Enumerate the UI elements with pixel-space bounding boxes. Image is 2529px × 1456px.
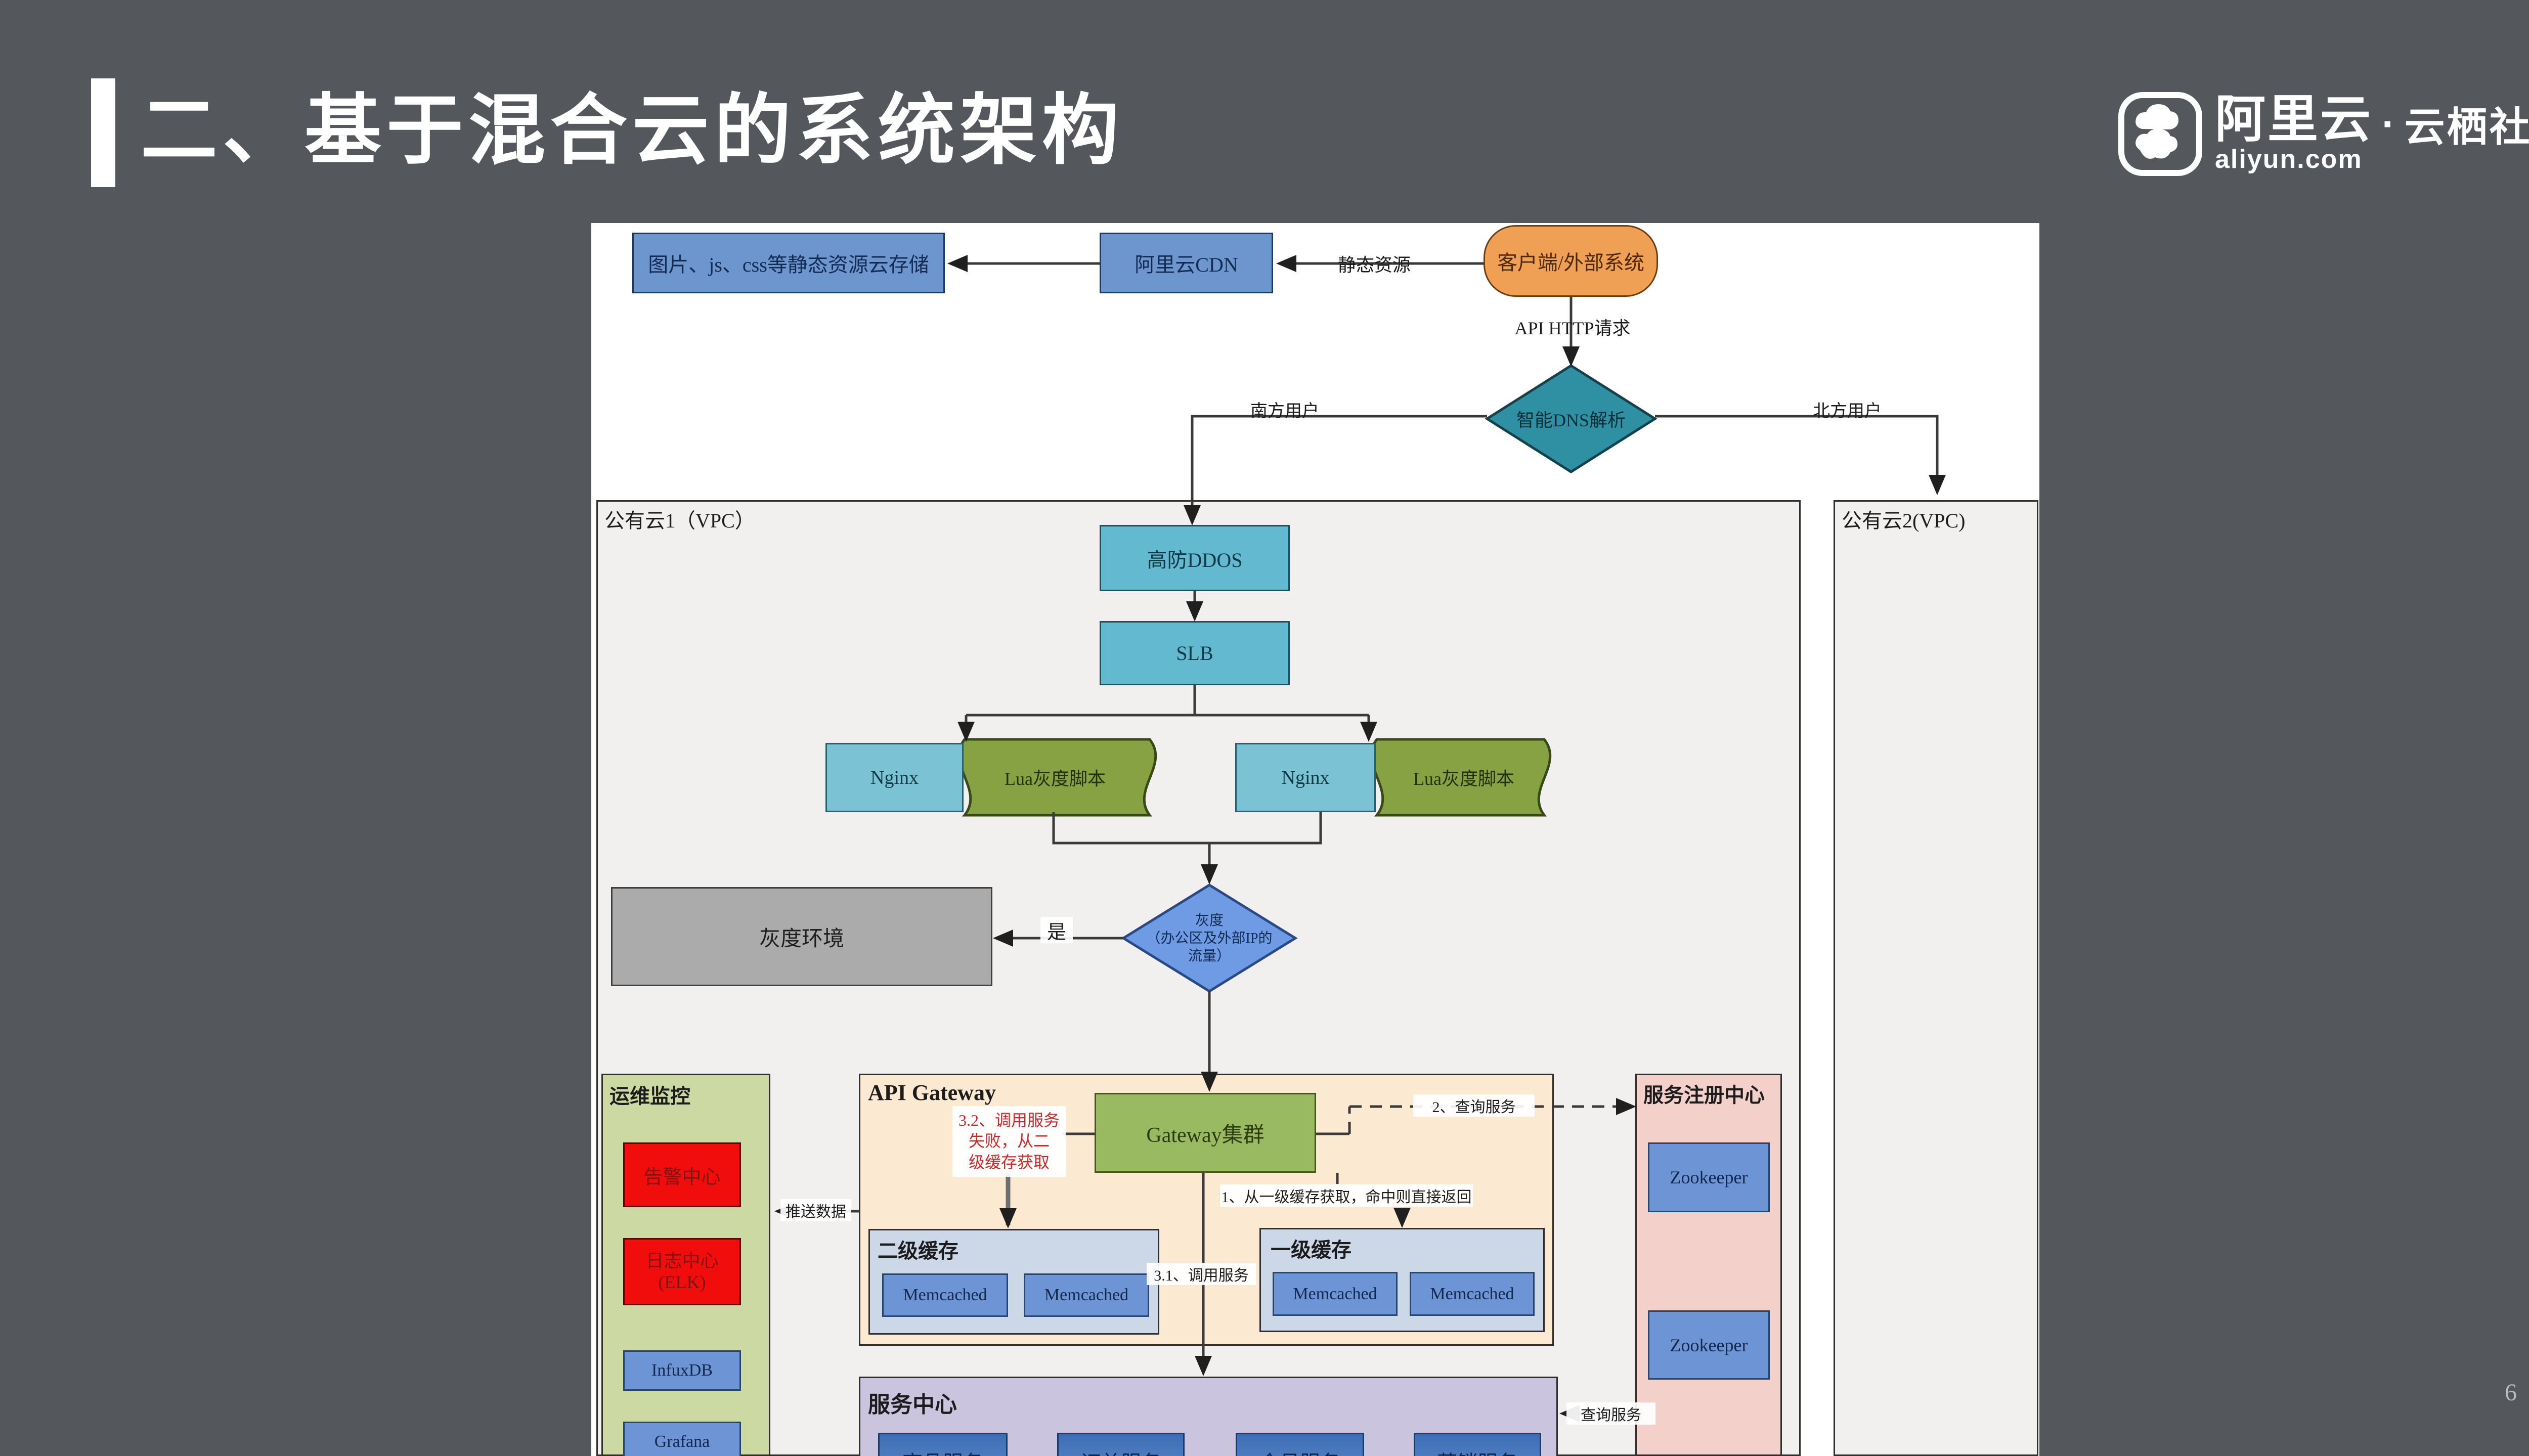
nginx-node-2: Nginx: [1235, 743, 1376, 812]
note-1-label: 1、从一级缓存获取，命中则直接返回: [1220, 1184, 1473, 1207]
lua-script-label-1: Lua灰度脚本: [1005, 769, 1106, 789]
gray-env-node: 灰度环境: [611, 887, 992, 986]
gateway-cluster-node: Gateway集群: [1095, 1093, 1316, 1173]
page-number: 6: [2505, 1379, 2517, 1406]
nginx-node-1: Nginx: [825, 743, 964, 812]
static-storage-node: 图片、js、css等静态资源云存储: [632, 233, 945, 293]
grafana-node: Grafana: [623, 1422, 741, 1456]
api-http-label: API HTTP请求: [1514, 318, 1631, 338]
l1-cache-panel-label: 一级缓存: [1271, 1239, 1351, 1261]
influxdb-node: InfuxDB: [623, 1350, 741, 1391]
log-center-node: 日志中心 (ELK): [623, 1238, 741, 1305]
cdn-node: 阿里云CDN: [1100, 233, 1273, 293]
title-accent-bar: [91, 78, 115, 187]
l2-cache-panel-label: 二级缓存: [878, 1240, 958, 1262]
push-data-label: 推送数据: [780, 1199, 851, 1221]
gray-decision-line3: 流量）: [1188, 948, 1231, 964]
service-node-2: 订单服务: [1057, 1433, 1185, 1456]
zookeeper-node-1: Zookeeper: [1648, 1142, 1770, 1212]
query-service-label: 查询服务: [1566, 1402, 1655, 1425]
page-title: 二、基于混合云的系统架构: [141, 87, 1124, 173]
client-node: 客户端/外部系统: [1484, 225, 1658, 297]
logo-brand: 阿里云: [2215, 91, 2373, 148]
aliyun-logo: 阿里云 aliyun.com · 云栖社区: [2117, 87, 2529, 181]
yes-label: 是: [1040, 917, 1073, 943]
panel-vpc2: [1834, 500, 2038, 1456]
logo-separator: ·: [2382, 101, 2395, 146]
memcached-node-2: Memcached: [1024, 1273, 1149, 1317]
log-center-line2: (ELK): [658, 1271, 706, 1292]
memcached-node-3: Memcached: [1273, 1272, 1398, 1316]
note-31-label: 3.1、调用服务: [1147, 1263, 1256, 1285]
dns-decision-label: 智能DNS解析: [1516, 410, 1626, 430]
registry-panel-label: 服务注册中心: [1643, 1084, 1765, 1107]
gray-decision-line2: （办公区及外部IP的: [1146, 930, 1273, 946]
alarm-center-node: 告警中心: [623, 1142, 741, 1207]
south-users-label: 南方用户: [1250, 402, 1319, 421]
api-gateway-panel-label: API Gateway: [868, 1080, 996, 1105]
ddos-node: 高防DDOS: [1100, 525, 1290, 591]
slb-node: SLB: [1100, 621, 1290, 685]
logo-community: 云栖社区: [2404, 104, 2529, 150]
service-node-3: 会员服务: [1236, 1433, 1364, 1456]
logo-text: 阿里云 aliyun.com: [2215, 94, 2373, 174]
service-center-panel-label: 服务中心: [868, 1392, 957, 1417]
static-res-label: 静态资源: [1337, 255, 1411, 275]
memcached-node-1: Memcached: [882, 1273, 1008, 1317]
note-32-line2: 失败，从二: [968, 1132, 1050, 1151]
lua-script-label-2: Lua灰度脚本: [1413, 769, 1514, 789]
gray-decision-label: 灰度 （办公区及外部IP的 流量）: [1133, 904, 1285, 972]
zookeeper-node-2: Zookeeper: [1648, 1310, 1770, 1380]
memcached-node-4: Memcached: [1410, 1272, 1535, 1316]
service-node-4: 营销服务: [1414, 1433, 1541, 1456]
service-node-1: 商品服务: [878, 1433, 1008, 1456]
north-users-label: 北方用户: [1813, 402, 1882, 421]
note-32-line3: 级缓存获取: [968, 1153, 1050, 1171]
gray-decision-line1: 灰度: [1195, 912, 1224, 929]
panel-service-registry: [1635, 1074, 1782, 1456]
architecture-diagram: 图片、js、css等静态资源云存储 阿里云CDN 客户端/外部系统 公有云1（V…: [591, 223, 2039, 1456]
note-32: 3.2、调用服务 失败，从二 级缓存获取: [952, 1106, 1066, 1177]
log-center-line1: 日志中心: [645, 1251, 719, 1271]
ops-panel-label: 运维监控: [609, 1085, 690, 1108]
note-2-label: 2、查询服务: [1413, 1094, 1535, 1117]
note-32-line1: 3.2、调用服务: [958, 1111, 1060, 1129]
aliyun-cloud-icon: [2118, 92, 2202, 176]
vpc1-label: 公有云1（VPC）: [604, 509, 755, 532]
vpc2-label: 公有云2(VPC): [1842, 509, 1966, 532]
logo-domain: aliyun.com: [2215, 144, 2363, 174]
